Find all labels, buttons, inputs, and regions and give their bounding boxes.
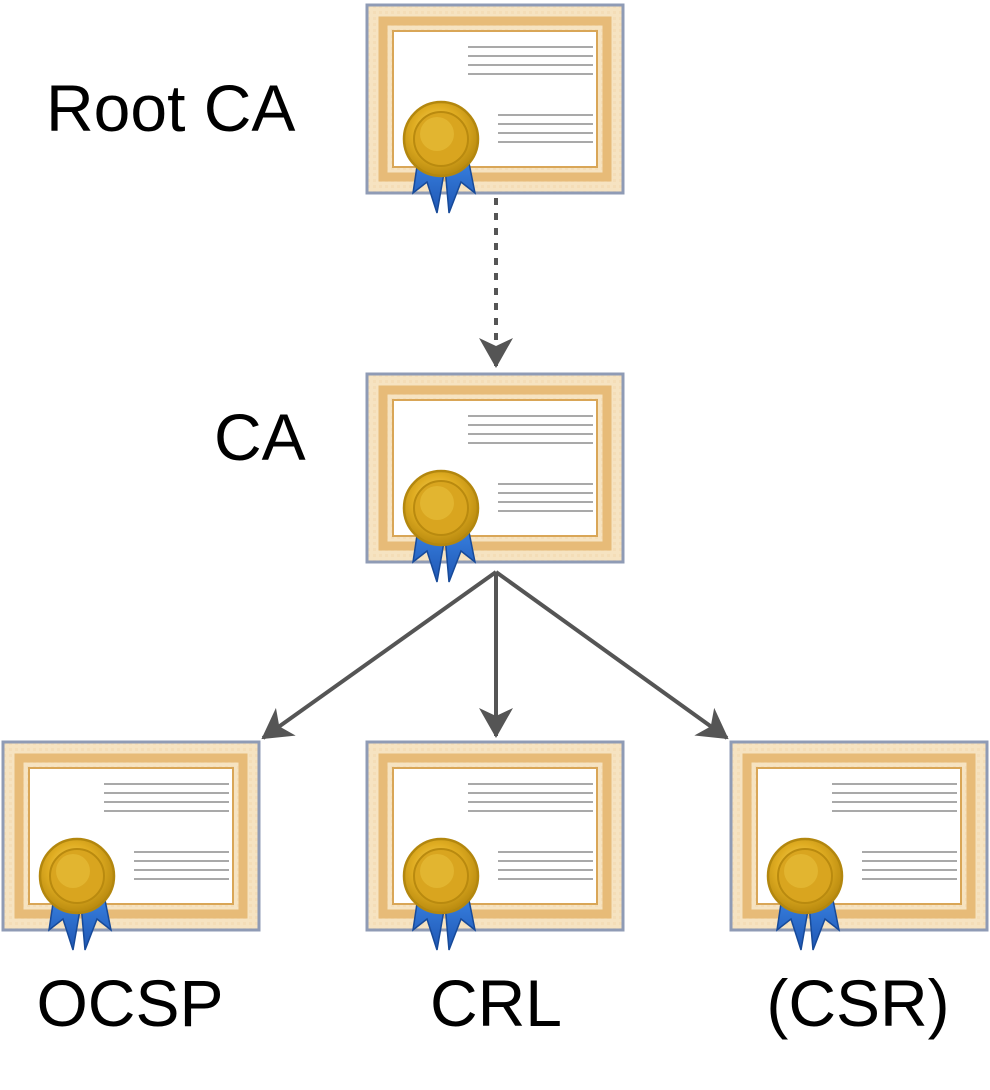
root-ca-label: Root CA bbox=[46, 71, 295, 145]
root-ca-certificate-icon bbox=[367, 5, 623, 213]
connector-ca-to-csr bbox=[494, 570, 729, 740]
ca-certificate-icon bbox=[367, 374, 623, 582]
ocsp-certificate-icon bbox=[3, 742, 259, 950]
csr-certificate-icon bbox=[731, 742, 987, 950]
crl-label: CRL bbox=[430, 966, 562, 1040]
ocsp-label: OCSP bbox=[36, 966, 223, 1040]
csr-label: (CSR) bbox=[766, 966, 949, 1040]
ca-label: CA bbox=[214, 400, 306, 474]
crl-certificate-icon bbox=[367, 742, 623, 950]
connector-ca-to-ocsp bbox=[261, 570, 498, 740]
